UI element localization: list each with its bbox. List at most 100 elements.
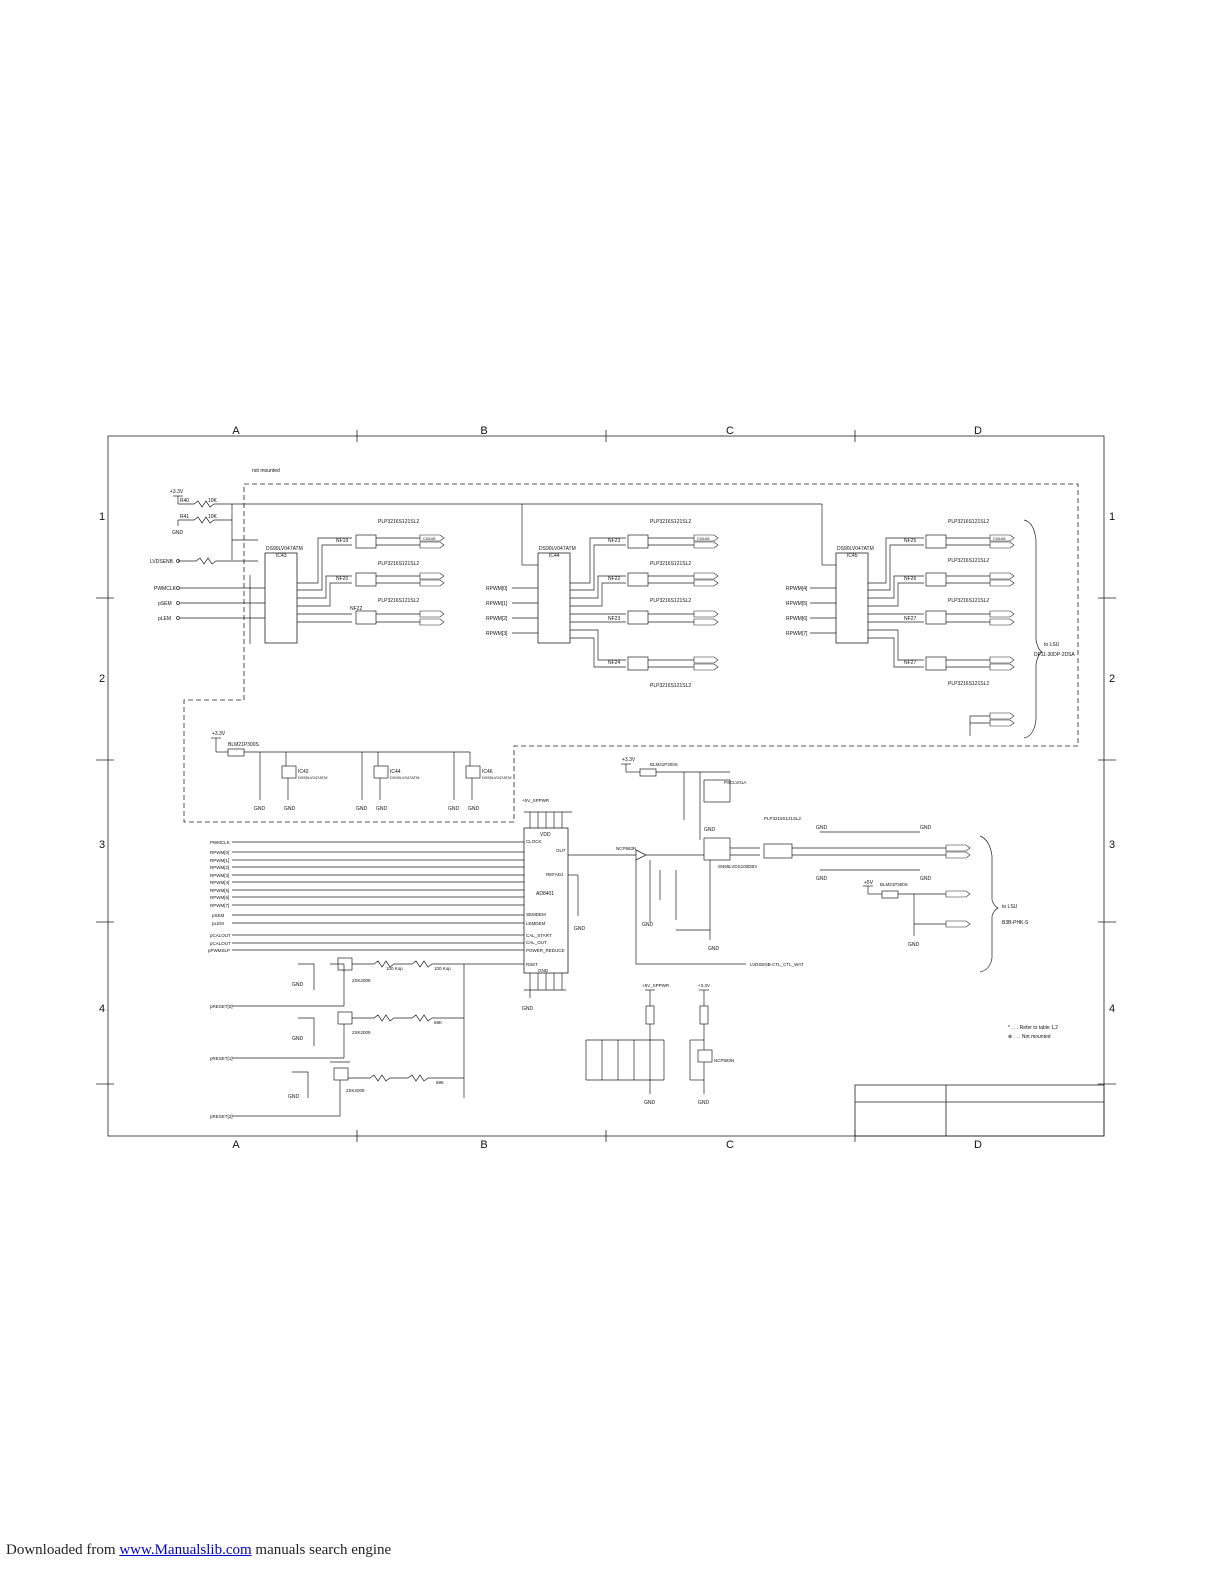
bus-pcalout: pCALOUT: [210, 933, 231, 938]
input-net-psem: pSEM: [158, 601, 172, 607]
ad8401-powerreduce: POWER_REDUCE: [526, 948, 565, 953]
col-label-b-top: B: [480, 425, 487, 437]
lsu-bead: BLM21P300S: [880, 882, 908, 887]
ic45-in-rpwm4: RPWM[4]: [786, 586, 808, 592]
decouple-gnd-4: GND: [376, 806, 388, 812]
decouple-ic42-ref: IC42: [298, 769, 309, 775]
col-label-d-bottom: D: [974, 1139, 982, 1151]
nf26-ref: NF26: [904, 576, 916, 582]
choke-part-10: PLP3216S121SL2: [948, 598, 989, 604]
bus-pcalout2: pCALOUT: [210, 941, 231, 946]
ad8401-input-bus: [232, 841, 524, 965]
reset-gnd-1: GND: [292, 982, 304, 988]
decoupling-row: [211, 737, 481, 800]
footer-prefix: Downloaded from: [6, 1542, 120, 1558]
ic45-in-rpwm6: RPWM[6]: [786, 616, 808, 622]
col-label-d-top: D: [974, 425, 982, 437]
monitor-gnd-7: GND: [920, 876, 932, 882]
sheet-frame: [96, 430, 1116, 1142]
row-label-4-left: 4: [99, 1003, 105, 1015]
ic45-in-rpwm5: RPWM[5]: [786, 601, 808, 607]
preset0-label: pRESET[0]: [210, 1004, 233, 1009]
rset-r2-value: 100 Kop: [434, 966, 451, 971]
ad8401-semdem: SEMDEM: [526, 912, 546, 917]
choke-part-5: PLP3216S121SL2: [650, 561, 691, 567]
monitor-gnd-6: GND: [920, 825, 932, 831]
note-refer-table: * . . . Refer to table 1,2: [1008, 1025, 1058, 1031]
choke-row-block-1: [297, 534, 420, 625]
q1-part: 2SK2009: [352, 978, 371, 983]
ad8401-gnd: GND: [538, 968, 549, 973]
pullup-r41-value: 10K: [208, 514, 218, 520]
ad8401-pins: [524, 811, 590, 998]
rset-r4-value: 68K: [436, 1080, 444, 1085]
connector-brace-top: [1023, 519, 1043, 739]
pullup-r40-label: R40: [180, 498, 189, 504]
monitor-section: [590, 763, 946, 965]
monitor-bead: BLM21P300S: [650, 762, 678, 767]
decouple-ic44-ref: IC44: [390, 769, 401, 775]
ic43-input-nets: [176, 559, 265, 644]
monitor-lvdsenb-line: LVDSENB-CTL_CTL_WAT: [750, 962, 804, 967]
row-label-3-right: 3: [1109, 839, 1115, 851]
decouple-gnd-1: GND: [254, 806, 266, 812]
rset-r1-value: 100 Kop: [386, 966, 403, 971]
monitor-choke: PLP3216S121SL2: [764, 816, 802, 821]
ic43-ref: IC43: [276, 553, 287, 559]
nf23-ref: NF23: [608, 616, 620, 622]
title-block: [854, 1084, 1105, 1137]
nf28-ref: NF27: [904, 660, 916, 666]
monitor-gnd-3: GND: [642, 922, 654, 928]
lsu-cn-ref: to LSU: [1002, 904, 1018, 910]
bus-rpwm0: RPWM[0]: [210, 850, 229, 855]
bus-rpwm4: RPWM[4]: [210, 880, 229, 885]
choke-part-4: PLP3216S121SL2: [650, 519, 691, 525]
monitor-buf-part: SN65LVDS100DBV: [718, 864, 757, 869]
bus-psem: pSEM: [212, 913, 225, 918]
ic45-in-rpwm7: RPWM[7]: [786, 631, 808, 637]
reset-gnd-2: GND: [292, 1036, 304, 1042]
decouple-bead: BLM21P300S: [228, 742, 260, 748]
nf22-ref: NF22: [350, 606, 362, 612]
row-label-2-left: 2: [99, 673, 105, 685]
row-label-4-right: 4: [1109, 1003, 1115, 1015]
col-label-c-top: C: [726, 425, 734, 437]
lsu-cn-part: B3B-PHK-S: [1002, 920, 1029, 926]
nf21-ref: NF23: [608, 538, 620, 544]
ic44-part: DS90LV047ATM: [539, 546, 576, 552]
bus-rpwm2: RPWM[2]: [210, 865, 229, 870]
nf20-ref: NF20: [336, 576, 348, 582]
nf24-ref: NF24: [608, 660, 620, 666]
refadj-gnd: GND: [574, 926, 586, 932]
bottom-5vpwr: +5V_SPPWR: [642, 983, 670, 988]
monitor-vcc: +3.3V: [622, 757, 636, 763]
q2-part: 2SK2009: [352, 1030, 371, 1035]
choke-part-11: PLP3216S121SL2: [948, 681, 989, 687]
monitor-gnd-1: GND: [704, 827, 716, 833]
decouple-ic42-part: DS90LV047ATM: [298, 775, 327, 780]
ic45-input-nets: [810, 587, 836, 634]
decouple-ic44-part: DS90LV047ATM: [390, 775, 419, 780]
reset-stages: [232, 957, 465, 1117]
decouple-vcc: +3.3V: [212, 731, 226, 737]
connector-flags: [419, 534, 1015, 727]
ic44-in-rpwm0: RPWM[0]: [486, 586, 508, 592]
download-footer: Downloaded from www.Manualslib.com manua…: [6, 1542, 391, 1559]
choke-part-8: PLP3216S121SL2: [948, 519, 989, 525]
monitor-gnd-4: GND: [816, 825, 828, 831]
nf25-ref: NF25: [904, 538, 916, 544]
col-label-a-top: A: [232, 425, 240, 437]
footer-link[interactable]: www.Manualslib.com: [119, 1542, 252, 1558]
zone-column-labels: A B C D A B C D: [232, 425, 982, 1151]
bus-rpwm3: RPWM[3]: [210, 873, 229, 878]
rset-r3-value: 68K: [434, 1020, 442, 1025]
zone-row-labels: 1 2 3 4 1 2 3 4: [99, 511, 1115, 1015]
bus-plem: pLEM: [212, 921, 224, 926]
ad8401-refadj: REFADJ: [546, 872, 563, 877]
connector-brace-bottom: [979, 835, 999, 973]
connector-flag-labels: CN108 CN108 CN108: [423, 536, 1006, 541]
input-net-plem: pLEM: [158, 616, 171, 622]
bus-pwmclk: PWMCLK: [210, 840, 230, 845]
row-label-1-left: 1: [99, 511, 105, 523]
